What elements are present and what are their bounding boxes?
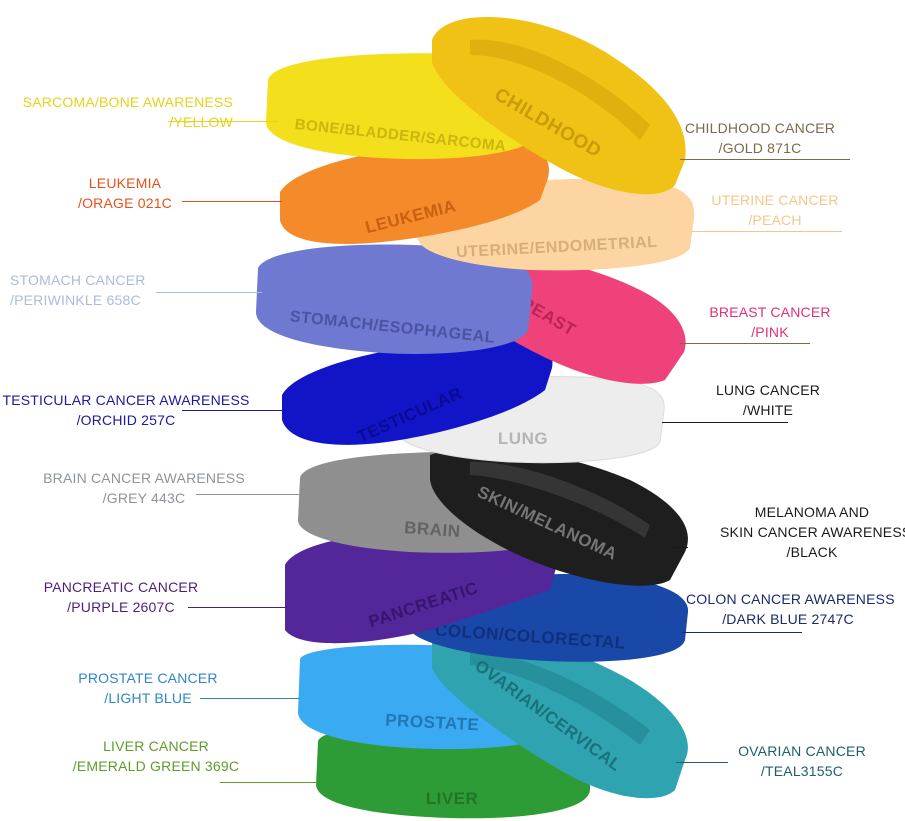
label-uterine: UTERINE CANCER /PEACH (711, 192, 839, 228)
label-pancreatic: PANCREATIC CANCER /PURPLE 2607C (43, 579, 199, 615)
leader-line-sarcoma (168, 121, 278, 122)
band-childhood-front (432, 17, 686, 195)
leader-line-testicular (182, 410, 287, 411)
leader-line-brain (196, 494, 300, 495)
leader-line-ovarian (676, 762, 728, 763)
leader-line-stomach (156, 292, 262, 293)
leader-line-breast (680, 343, 810, 344)
band-pancreatic-front (285, 528, 557, 644)
label-breast: BREAST CANCER /PINK (709, 304, 831, 340)
band-skin: SKIN/MELANOMA (430, 448, 688, 586)
leader-line-uterine (692, 231, 842, 232)
band-ovarian-inner (470, 651, 650, 745)
band-skin-front (430, 448, 688, 586)
band-stomach: STOMACH/ESOPHAGEAL (256, 244, 533, 354)
label-colon: COLON CANCER AWARENESS /DARK BLUE 2747C (686, 591, 895, 627)
label-testicular: TESTICULAR CANCER AWARENESS /ORCHID 257C (2, 392, 250, 428)
label-prostate: PROSTATE CANCER /LIGHT BLUE (78, 670, 218, 706)
label-leukemia: LEUKEMIA /ORAGE 021C (77, 175, 172, 211)
band-ovarian: OVARIAN/CERVICAL (432, 632, 688, 799)
label-lung: LUNG CANCER /WHITE (715, 382, 821, 418)
band-testicular-front (282, 338, 553, 445)
band-ovarian-front (432, 632, 688, 799)
band-leukemia-front (280, 141, 549, 244)
label-stomach: STOMACH CANCER /PERIWINKLE 658C (10, 272, 146, 308)
leader-line-liver (220, 782, 318, 783)
band-leukemia: LEUKEMIA (280, 141, 549, 244)
label-liver: LIVER CANCER /EMERALD GREEN 369C (72, 738, 240, 774)
label-brain: BRAIN CANCER AWARENESS /GREY 443C (43, 470, 245, 506)
leader-line-lung (662, 422, 788, 423)
band-liver-text: LIVER (426, 789, 479, 808)
leader-line-prostate (200, 698, 300, 699)
label-melanoma: MELANOMA AND SKIN CANCER AWARENESS /BLAC… (720, 504, 905, 560)
band-skin-inner (470, 461, 650, 538)
leader-line-melanoma (670, 547, 688, 548)
band-prostate-text: PROSTATE (385, 711, 480, 735)
label-sarcoma: SARCOMA/BONE AWARENESS /YELLOW (22, 94, 233, 130)
leader-line-leukemia (182, 201, 282, 202)
band-testicular: TESTICULAR (282, 338, 553, 447)
leader-line-colon (682, 632, 802, 633)
band-brain-text: BRAIN (404, 518, 462, 541)
band-stomach-front (256, 244, 533, 354)
label-ovarian: OVARIAN CANCER /TEAL3155C (738, 743, 866, 779)
band-childhood-inner (470, 39, 650, 140)
leader-line-childhood (680, 159, 850, 160)
band-lung-text: LUNG (498, 429, 548, 448)
label-childhood: CHILDHOOD CANCER /GOLD 871C (684, 120, 836, 156)
band-liver-front (316, 724, 591, 819)
leader-line-pancreatic (188, 607, 288, 608)
